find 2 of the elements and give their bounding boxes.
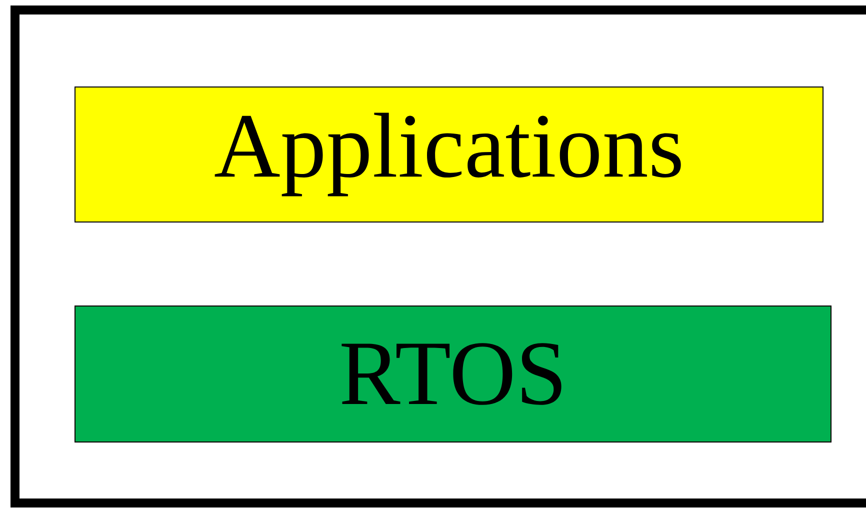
layer-box: Applications [74, 86, 824, 222]
layer-box: RTOS [74, 306, 832, 442]
